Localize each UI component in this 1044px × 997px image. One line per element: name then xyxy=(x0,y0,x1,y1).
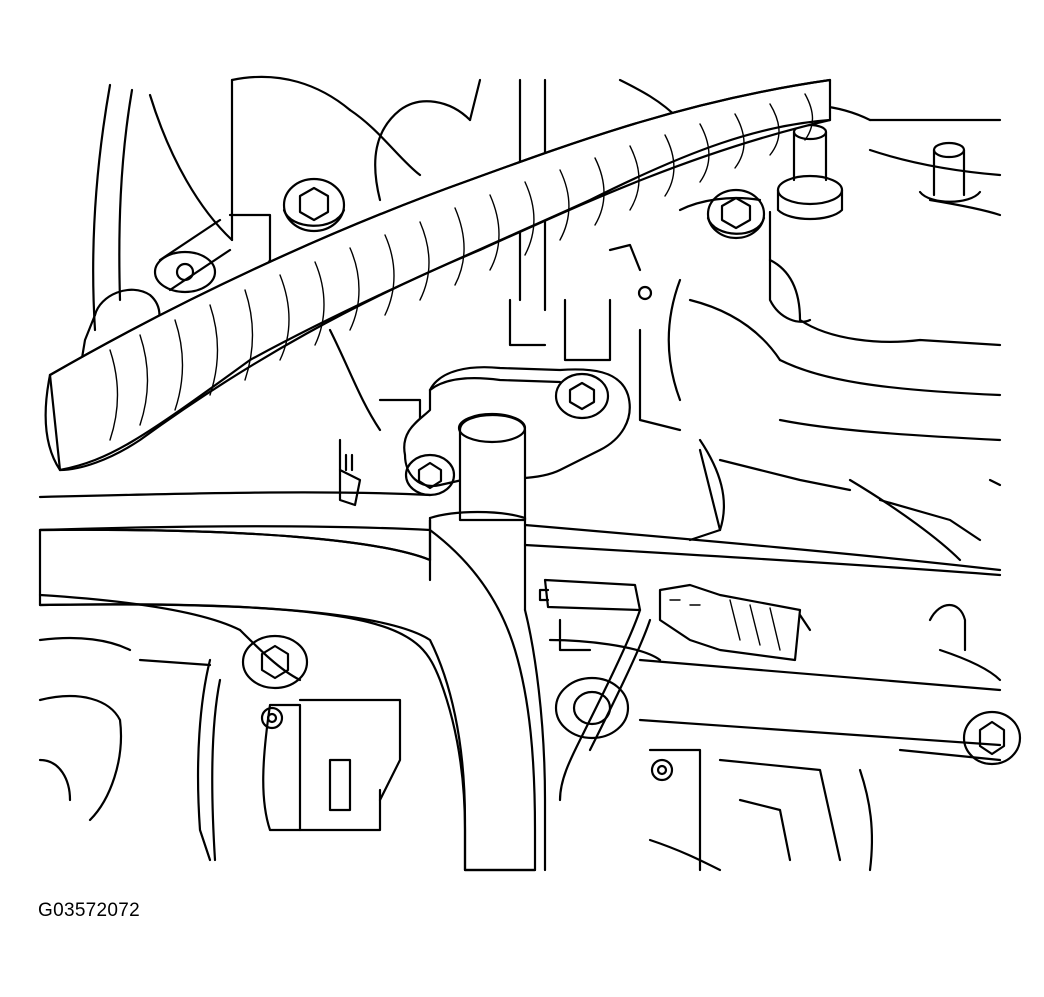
bolt-lower-left xyxy=(241,634,309,690)
hose-stub-left xyxy=(153,218,232,294)
sensor-connector xyxy=(538,578,812,802)
washer-lower-left xyxy=(260,706,284,730)
bolt-lower-center xyxy=(554,676,630,740)
flange-bolt-right xyxy=(554,372,610,420)
bolt-upper-left xyxy=(282,177,346,233)
lower-bolts xyxy=(241,634,1022,782)
horizontal-rail xyxy=(38,491,1002,577)
curved-tube xyxy=(38,412,547,872)
figure-id-label: G03572072 xyxy=(38,900,141,921)
wiring-harness xyxy=(44,78,832,472)
bolt-lower-right xyxy=(962,710,1022,766)
washer-lower-center xyxy=(650,758,674,782)
bolt-upper-center xyxy=(706,188,766,240)
stud-upper-right xyxy=(768,123,844,323)
stud-far-right xyxy=(918,141,982,203)
lower-engine-casting xyxy=(38,593,1002,872)
